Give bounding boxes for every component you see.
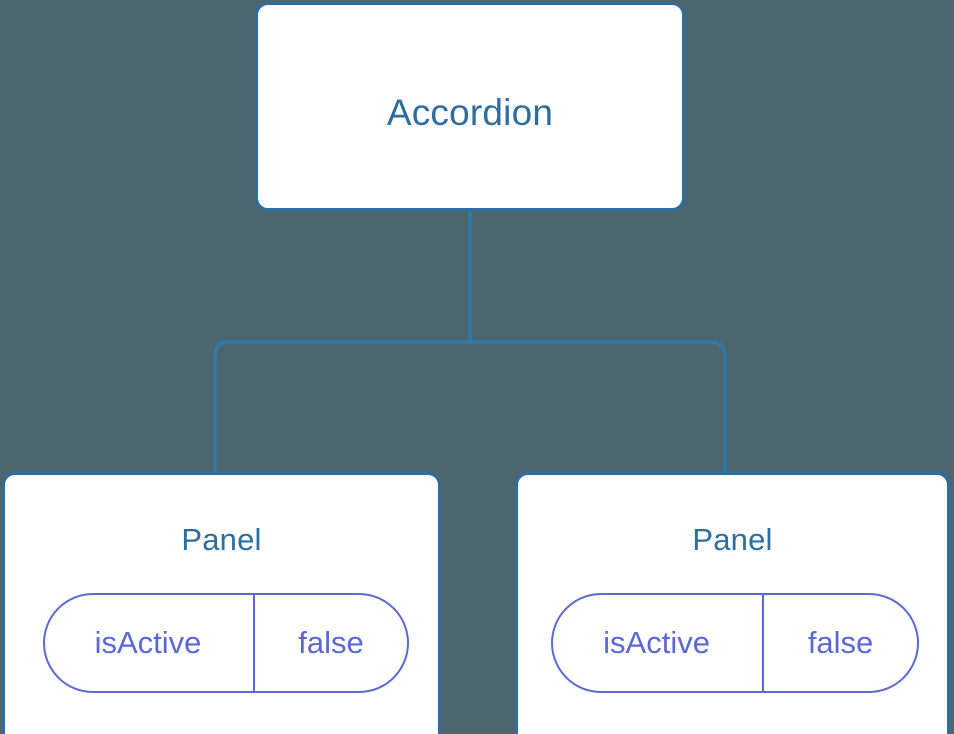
node-accordion[interactable]: Accordion bbox=[255, 2, 685, 211]
state-pill-left-value: false bbox=[298, 625, 364, 660]
state-pill-left[interactable]: isActive false bbox=[43, 593, 409, 693]
state-pill-right[interactable]: isActive false bbox=[551, 593, 919, 693]
state-pill-right-key: isActive bbox=[553, 595, 765, 691]
node-panel-left-title: Panel bbox=[181, 522, 262, 557]
connector-branch-right bbox=[469, 340, 727, 474]
node-accordion-title: Accordion bbox=[386, 92, 554, 133]
node-panel-right[interactable]: Panel isActive false bbox=[515, 472, 950, 734]
node-panel-left[interactable]: Panel isActive false bbox=[2, 472, 441, 734]
node-panel-right-title: Panel bbox=[692, 522, 773, 557]
state-pill-right-value: false bbox=[807, 625, 874, 660]
state-pill-left-key: isActive bbox=[45, 595, 255, 691]
connector-branch-left bbox=[213, 340, 471, 474]
